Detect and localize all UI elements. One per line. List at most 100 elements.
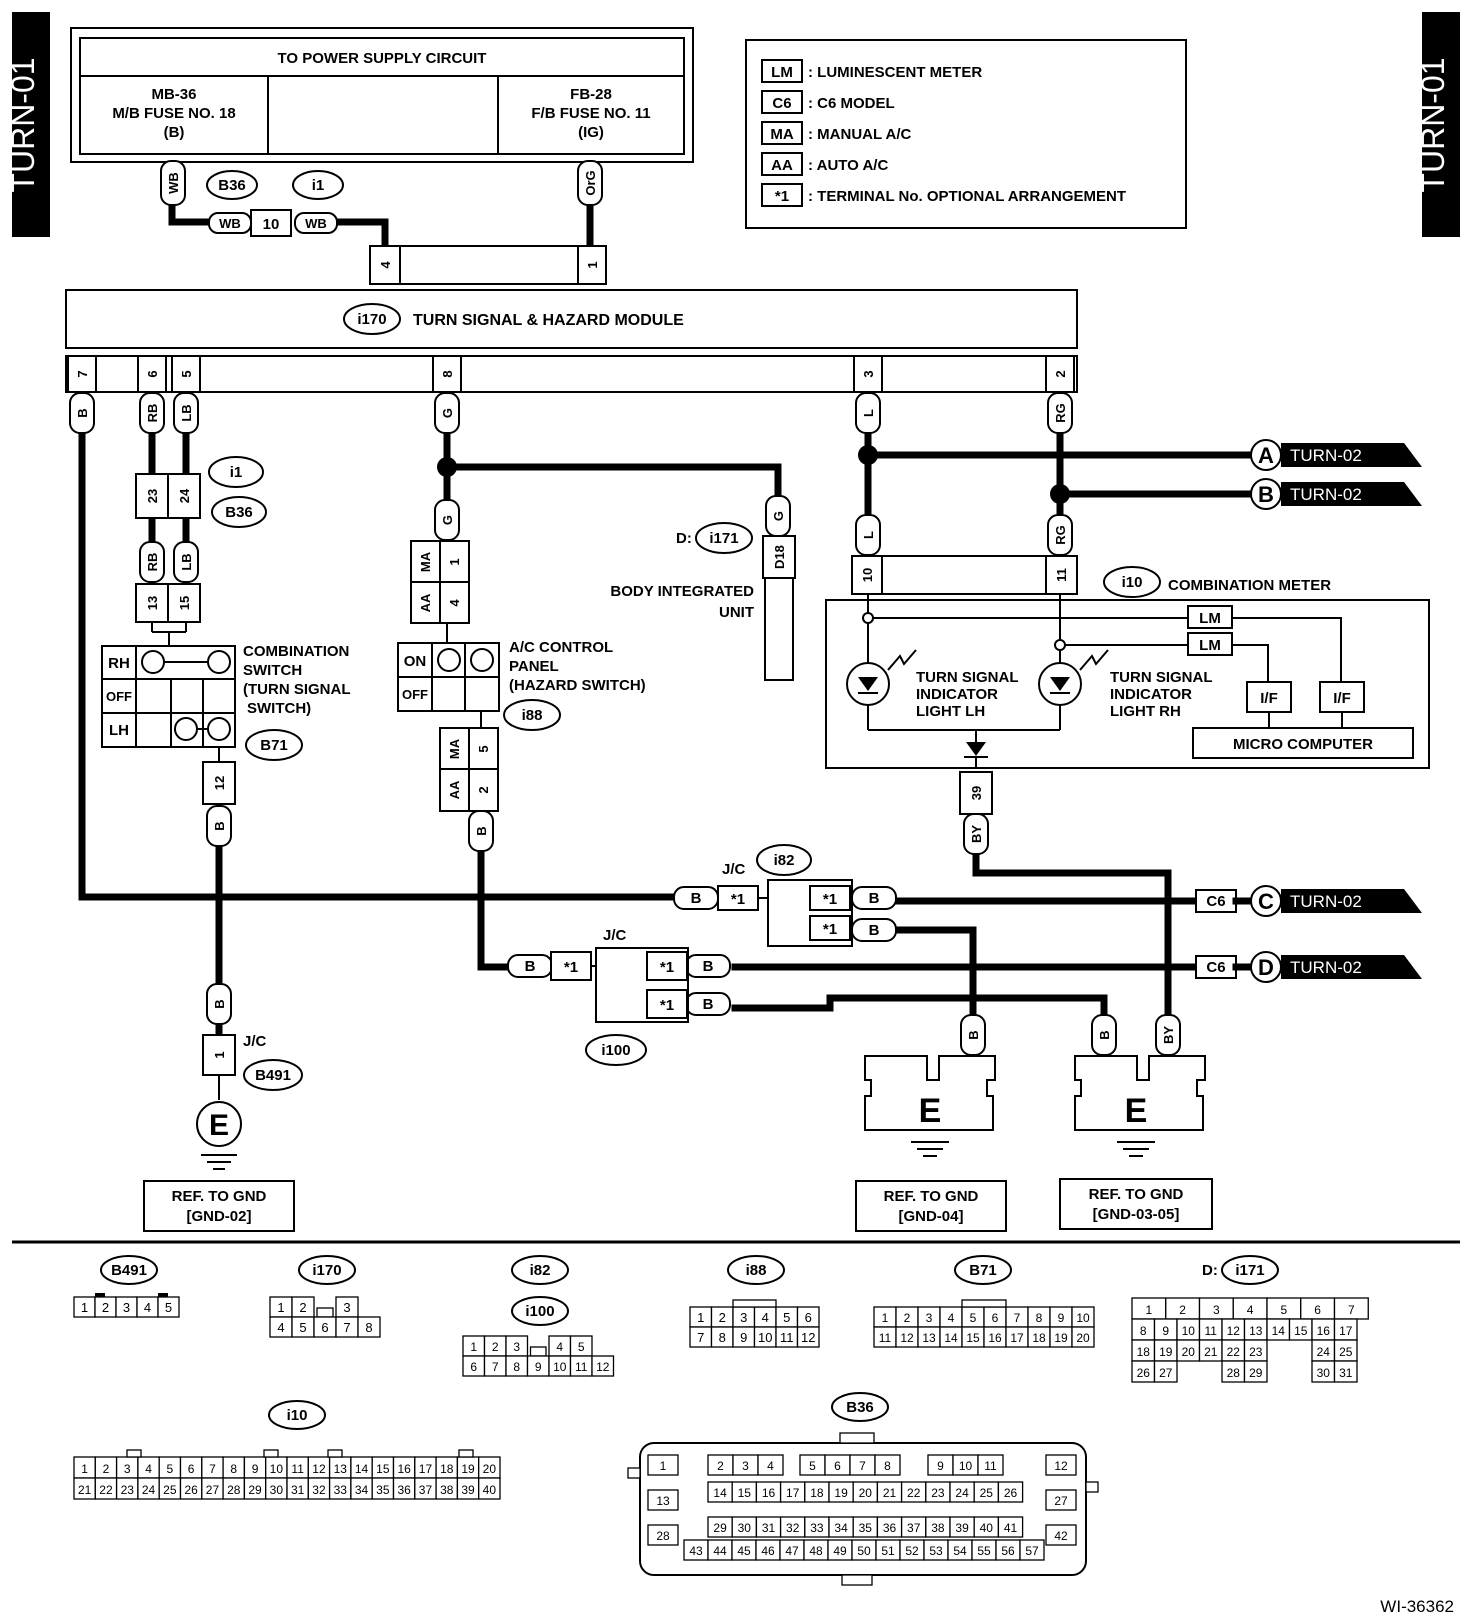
face-pin: 10 — [553, 1360, 567, 1374]
aa-tag-1: AA — [418, 593, 433, 612]
face-pin: 3 — [123, 1300, 130, 1315]
face-pin: 15 — [966, 1331, 980, 1345]
wire-color-label: L — [861, 531, 876, 539]
face-pin: 20 — [1182, 1345, 1196, 1359]
face-pin: 10 — [758, 1330, 772, 1345]
face-pin: 11 — [1205, 1324, 1218, 1338]
face-pin: 9 — [1162, 1324, 1169, 1338]
output-arrow — [1281, 889, 1422, 913]
face-key — [627, 1467, 641, 1479]
output-tag: C6 — [1206, 893, 1225, 910]
meter-pin-39: 39 — [969, 786, 984, 800]
face-pin: 14 — [355, 1462, 369, 1476]
face-pin: 12 — [900, 1331, 914, 1345]
face-pin: 6 — [1314, 1303, 1321, 1317]
face-pin: 4 — [277, 1320, 284, 1335]
rh-light-label-1: TURN SIGNAL — [1110, 669, 1213, 686]
junction-i82: J/C i82 *1 *1 *1 — [717, 844, 853, 947]
face-pin: 36 — [883, 1521, 897, 1535]
face-pin: 28 — [227, 1483, 241, 1497]
output-ref: TURN-02 — [1290, 485, 1362, 504]
module-connector-tag: i170 — [357, 311, 386, 328]
face-tag — [511, 1255, 569, 1285]
face-pin: 12 — [801, 1330, 815, 1345]
if-box-2: I/F — [1333, 690, 1351, 707]
wire-color-tag — [139, 541, 165, 583]
face-pin: 7 — [859, 1459, 866, 1473]
face-cell — [1045, 1454, 1077, 1476]
face-pin: 3 — [1213, 1303, 1220, 1317]
face-pin: 52 — [905, 1544, 919, 1558]
face-pin: 26 — [1004, 1486, 1018, 1500]
ground-blocks: E REF. TO GND [GND-04] E REF. TO GND [GN… — [855, 1055, 1213, 1232]
face-pin: 5 — [578, 1340, 585, 1354]
face-pin: 55 — [977, 1544, 991, 1558]
body-unit-label-1: BODY INTEGRATED — [610, 583, 754, 600]
lh-light-label-1: TURN SIGNAL — [916, 669, 1019, 686]
wire-color-label: B — [525, 958, 536, 975]
face-pin: 12 — [1054, 1459, 1068, 1473]
module-pin-label: 6 — [145, 370, 160, 377]
i82-star-out-2: *1 — [823, 921, 837, 938]
ground-symbol-2: E — [919, 1092, 942, 1130]
face-pin: 15 — [1294, 1324, 1308, 1338]
left-fuse-line1: MB-36 — [151, 86, 196, 103]
switch-lh: LH — [109, 722, 129, 739]
wire-color-label: RB — [145, 553, 160, 572]
face-pin: 11 — [575, 1360, 588, 1374]
face-pin: 23 — [1249, 1345, 1263, 1359]
face-pin: 1 — [1146, 1303, 1153, 1317]
lm-box-1: LM — [1199, 610, 1221, 627]
face-pin: 5 — [783, 1310, 790, 1325]
face-pin: 40 — [483, 1483, 497, 1497]
face-pin: 13 — [922, 1331, 936, 1345]
face-key — [1085, 1481, 1099, 1493]
conn-b71-tag: B71 — [260, 737, 288, 754]
face-cell — [1153, 1360, 1178, 1383]
module-pin-1: 1 — [585, 261, 600, 268]
wire-color-tag — [206, 983, 232, 1025]
legend-text: : MANUAL A/C — [808, 126, 911, 143]
face-pin: 49 — [833, 1544, 847, 1558]
wire-wb-label-2: WB — [219, 216, 241, 231]
aa-tag-2: AA — [447, 780, 462, 799]
output-arrow — [1281, 443, 1422, 467]
face-pin: 1 — [660, 1459, 667, 1473]
wire-color-label: B — [75, 408, 90, 417]
face-pin: 5 — [970, 1311, 977, 1325]
i100-star-in: *1 — [564, 959, 578, 976]
pin-24: 24 — [177, 488, 192, 503]
body-unit-label-2: UNIT — [719, 604, 754, 621]
diagram-id: WI-36362 — [1380, 1597, 1454, 1616]
face-pin: 13 — [1249, 1324, 1263, 1338]
face-tag-label: i82 — [530, 1262, 551, 1279]
face-pin: 38 — [931, 1521, 945, 1535]
output-ref: TURN-02 — [1290, 446, 1362, 465]
face-pin: 7 — [1014, 1311, 1021, 1325]
face-pin: 35 — [376, 1483, 390, 1497]
face-cell — [874, 1454, 901, 1476]
face-pin: 33 — [334, 1483, 348, 1497]
ac-pin-4: 4 — [447, 599, 462, 607]
module-pin-label: 2 — [1053, 370, 1068, 377]
conn-i171-prefix: D: — [676, 530, 692, 547]
face-pin: 10 — [270, 1462, 284, 1476]
module-pin-4: 4 — [378, 261, 393, 269]
face-cell — [757, 1454, 784, 1476]
switch-off: OFF — [106, 689, 132, 704]
face-pin: 10 — [1182, 1324, 1196, 1338]
face-pin: 57 — [1025, 1544, 1039, 1558]
if-box-1: I/F — [1260, 690, 1278, 707]
wire-color-label: LB — [179, 553, 194, 570]
face-pin: 18 — [440, 1462, 454, 1476]
conn-i1-tag: i1 — [312, 177, 325, 194]
module-pin-label: 7 — [75, 370, 90, 377]
face-tag — [831, 1392, 889, 1422]
legend-code-box — [761, 183, 803, 207]
face-cell — [157, 1296, 180, 1318]
face-tag-label: i170 — [312, 1262, 341, 1279]
ac-panel-label-2: PANEL — [509, 658, 559, 675]
face-cell — [1019, 1539, 1045, 1561]
face-pin: 4 — [145, 1462, 152, 1476]
face-pin: 2 — [719, 1310, 726, 1325]
